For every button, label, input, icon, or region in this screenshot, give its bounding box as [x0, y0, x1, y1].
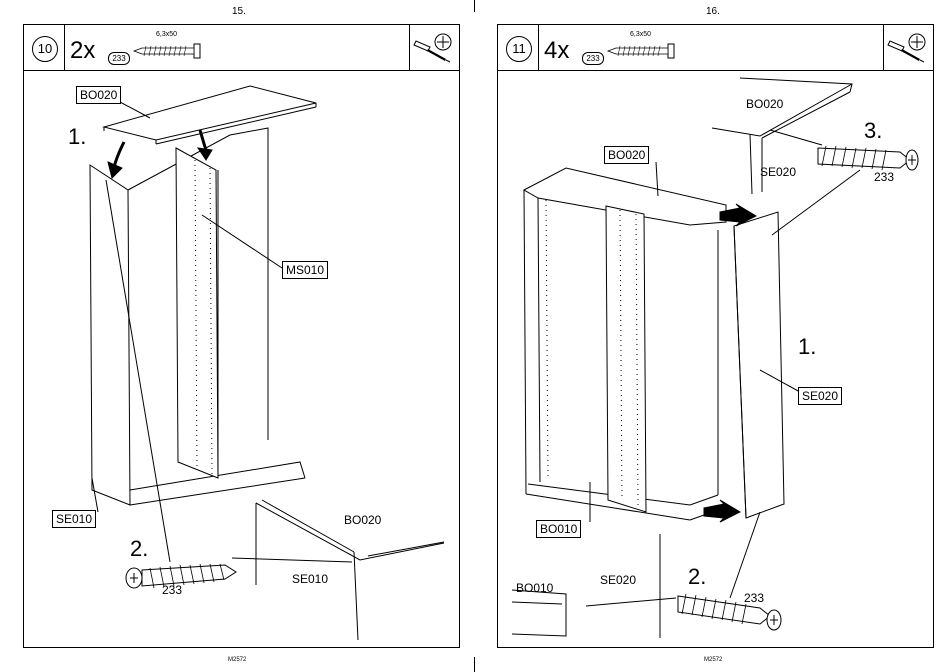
label-se020-detail: SE020 [760, 165, 796, 179]
label-bo010: BO010 [536, 520, 581, 538]
label-se010-detail: SE010 [292, 572, 328, 586]
screw-detail-top-right [818, 146, 918, 170]
step-2-number: 2. [130, 536, 148, 562]
label-screw-233-b: 233 [744, 591, 764, 605]
label-screw-233: 233 [162, 583, 182, 597]
label-se010: SE010 [52, 510, 96, 528]
step-1-number: 1. [798, 334, 816, 360]
label-bo020-top: BO020 [76, 86, 121, 104]
label-bo010-detail: BO010 [516, 581, 553, 595]
step-2-number: 2. [688, 564, 706, 590]
side-panel-se020 [734, 212, 784, 518]
wardrobe-frame-right [524, 168, 726, 520]
arrow-left-bottom [704, 500, 740, 522]
label-screw-233-a: 233 [874, 170, 894, 184]
step-1-number: 1. [68, 124, 86, 150]
label-bo020-detail: BO020 [746, 97, 783, 111]
label-bo020-detail: BO020 [344, 513, 381, 527]
label-bo020: BO020 [604, 146, 649, 164]
wardrobe-frame-left [90, 128, 305, 505]
label-se020-detail-2: SE020 [600, 573, 636, 587]
arrow-down-left [114, 142, 124, 168]
label-se020: SE020 [798, 387, 842, 405]
label-ms010: MS010 [282, 261, 328, 279]
screw-detail-bottom-right [678, 594, 781, 630]
step-3-number: 3. [864, 118, 882, 144]
